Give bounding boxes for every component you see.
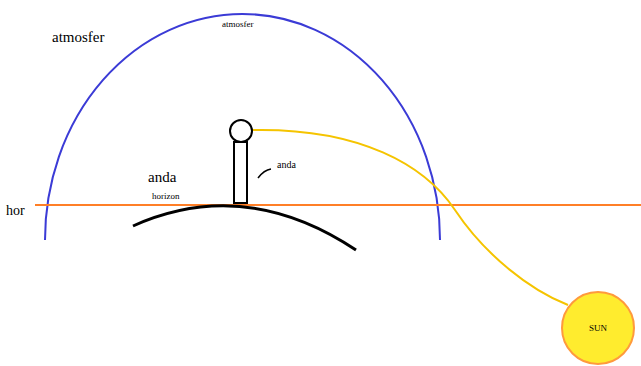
rod bbox=[234, 142, 247, 203]
line-label: horizon bbox=[150, 192, 182, 202]
part-label: anda bbox=[146, 169, 178, 186]
region-label: atmosfer bbox=[50, 29, 106, 46]
earth-surface bbox=[133, 206, 356, 250]
rod-ball bbox=[230, 120, 252, 142]
sun-circle: SUN bbox=[561, 291, 635, 365]
part-label: anda bbox=[275, 159, 298, 170]
node-text: SUN bbox=[589, 323, 607, 333]
horizon-line bbox=[35, 204, 641, 206]
line-label: hor bbox=[4, 203, 27, 218]
region-label: atmosfer bbox=[220, 20, 256, 30]
sun-disc bbox=[562, 292, 634, 364]
leader-line bbox=[258, 169, 271, 178]
sun-ray bbox=[253, 130, 568, 305]
